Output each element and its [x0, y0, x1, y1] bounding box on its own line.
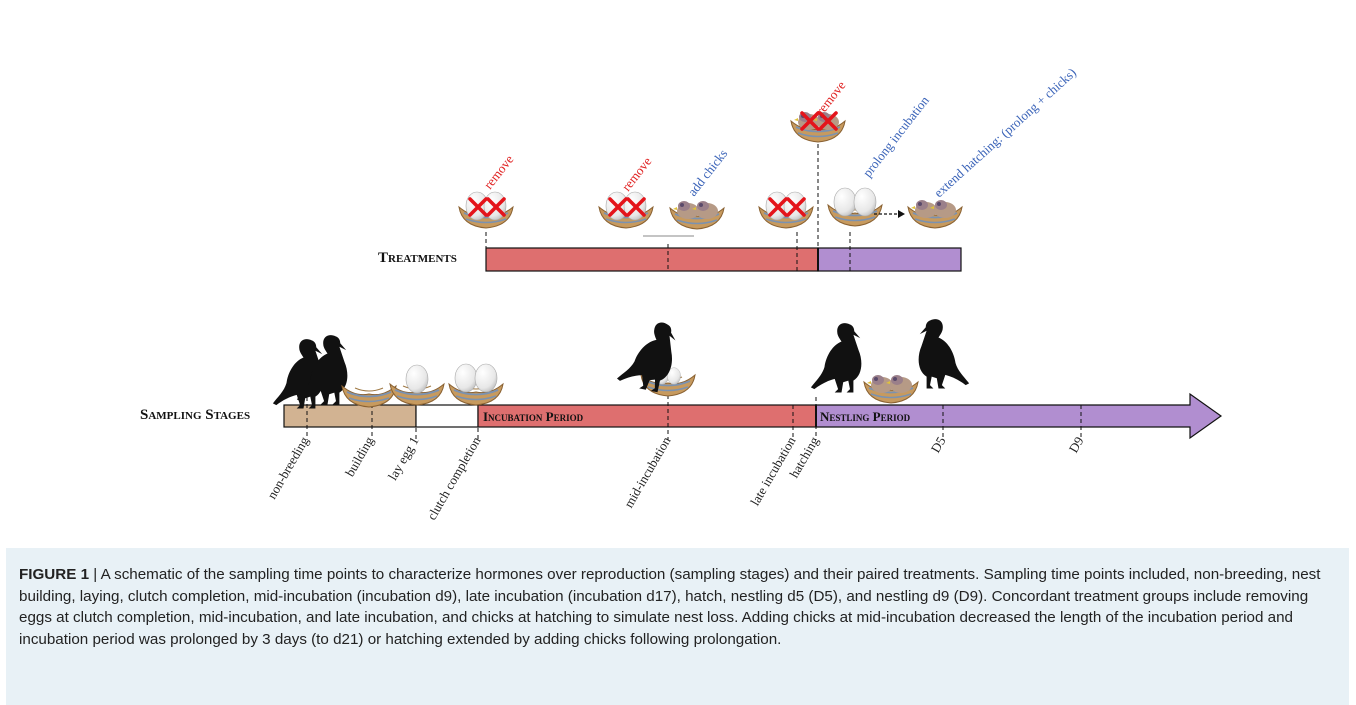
pigeon-incubating: [615, 315, 696, 397]
label-remove-clutch: remove: [481, 152, 517, 192]
pigeon-pair-with-chicks: [810, 319, 970, 404]
nest-lay-egg-1: [389, 364, 445, 406]
stage-arrow-nestling: [815, 392, 1223, 440]
point-label-clutch-completion: clutch completion: [424, 434, 484, 523]
label-remove-hatch: remove: [813, 78, 849, 118]
pigeon-pair-non-breeding: [272, 335, 348, 409]
treatment-bar-nestling: [817, 247, 962, 272]
point-label-d5: D5: [928, 434, 949, 455]
nest-remove-late: [758, 191, 814, 229]
point-label-lay-egg-1: lay egg 1: [385, 434, 422, 483]
sampling-stages-label: Sampling Stages: [140, 407, 250, 423]
figure-1-diagram: Treatments: [140, 65, 1223, 523]
figure-caption: FIGURE 1 | A schematic of the sampling t…: [19, 564, 1329, 650]
stage-bar-pre-breeding: [283, 404, 417, 428]
caption-separator: |: [89, 566, 101, 583]
label-prolong: prolong incubation: [860, 93, 933, 180]
nest-remove-chicks: [790, 111, 846, 143]
point-label-building: building: [342, 434, 377, 479]
nest-remove-mid: [598, 191, 654, 229]
stage-bar-laying: [415, 404, 479, 428]
caption-text: A schematic of the sampling time points …: [19, 566, 1321, 648]
nest-clutch-complete: [448, 363, 504, 406]
point-label-mid-incubation: mid-incubation: [621, 434, 674, 511]
treatment-dashed-lines: [485, 137, 851, 271]
treatments-label: Treatments: [378, 250, 457, 266]
nest-add-chicks: [669, 201, 725, 230]
label-add-chicks: add chicks: [685, 146, 731, 199]
label-remove-mid: remove: [619, 154, 655, 194]
treatment-bar-incubation: [485, 247, 819, 272]
label-extend: extend hatching: (prolong + chicks): [931, 65, 1079, 200]
caption-box: FIGURE 1 | A schematic of the sampling t…: [6, 548, 1349, 705]
point-label-d9: D9: [1066, 434, 1087, 455]
nest-remove-clutch: [458, 191, 514, 229]
incubation-period-label: Incubation Period: [483, 409, 584, 424]
figure-label: FIGURE 1: [19, 566, 90, 583]
prolong-arrow-head: [898, 210, 905, 218]
nestling-period-label: Nestling Period: [820, 409, 911, 424]
point-label-non-breeding: non-breeding: [264, 434, 312, 502]
nest-prolong: [827, 187, 883, 227]
nest-building: [341, 385, 397, 408]
nest-extend-hatching: [907, 200, 963, 229]
